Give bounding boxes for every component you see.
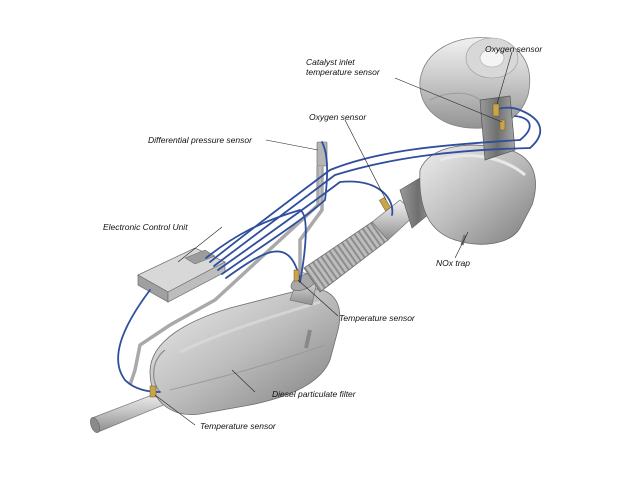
temperature-sensor-mid — [293, 269, 300, 282]
label-diesel-particulate-filter: Diesel particulate filter — [272, 389, 356, 399]
electronic-control-unit — [137, 247, 226, 303]
label-differential-pressure-sensor: Differential pressure sensor — [148, 135, 252, 145]
label-oxygen-sensor-turbo: Oxygen sensor — [485, 44, 543, 54]
oxygen-sensor-turbo — [492, 103, 500, 117]
oxygen-sensor-mid — [379, 196, 391, 212]
label-temperature-sensor-bottom: Temperature sensor — [200, 421, 276, 431]
catalyst-inlet-temperature-sensor — [499, 119, 506, 131]
label-nox-trap: NOx trap — [436, 258, 471, 268]
turbocharger — [419, 37, 531, 161]
flex-bellows — [303, 221, 389, 293]
nox-trap — [419, 144, 536, 246]
label-electronic-control-unit: Electronic Control Unit — [103, 222, 188, 232]
label-catalyst-inlet-line2: temperature sensor — [306, 67, 380, 77]
label-oxygen-sensor-mid: Oxygen sensor — [309, 112, 367, 122]
label-temperature-sensor-mid: Temperature sensor — [339, 313, 415, 323]
temperature-sensor-bottom — [149, 385, 157, 398]
label-catalyst-inlet-line1: Catalyst inlet — [306, 57, 355, 67]
tail-pipe — [90, 391, 167, 433]
diesel-particulate-filter — [149, 288, 341, 415]
leader-lines — [154, 51, 513, 426]
wiring-harness — [117, 106, 541, 393]
